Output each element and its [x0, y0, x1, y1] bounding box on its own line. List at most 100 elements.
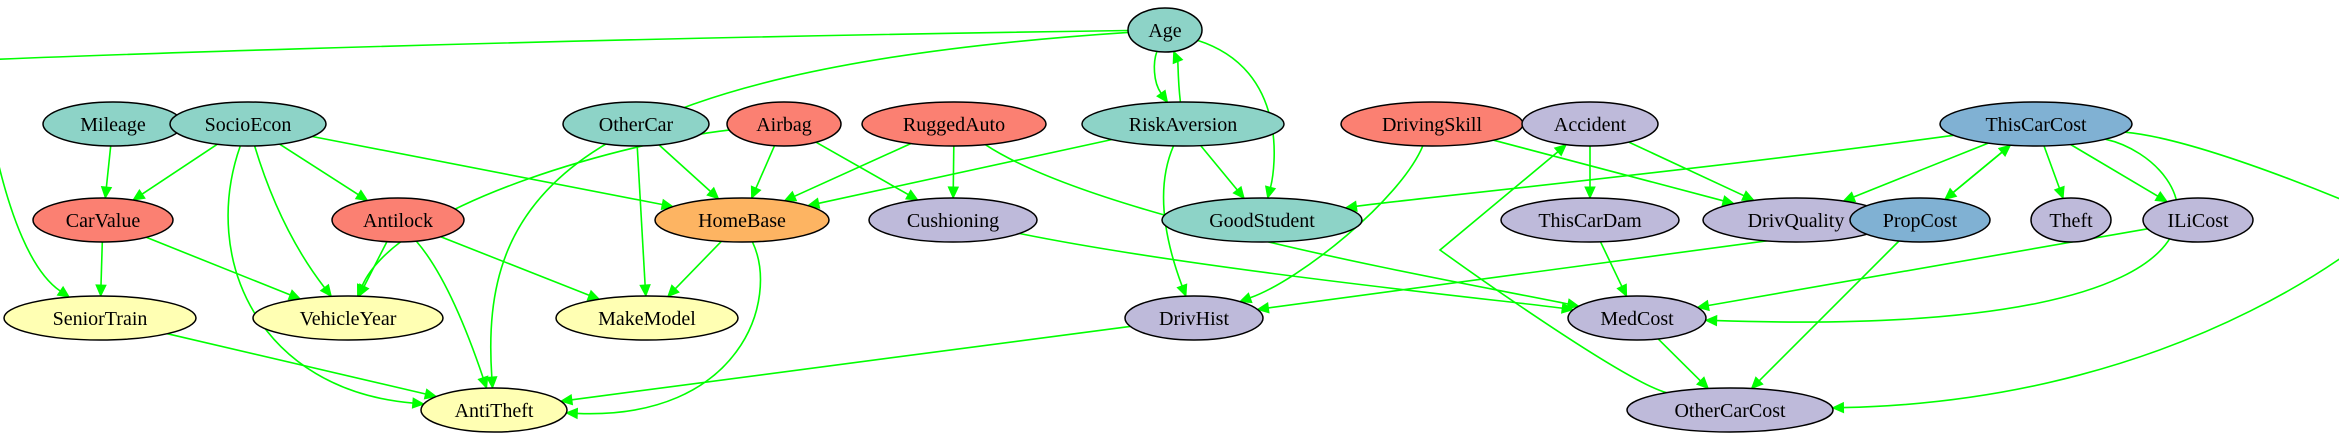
- arrowhead-icon: [1566, 298, 1580, 310]
- svg-text:ILiCost: ILiCost: [2167, 210, 2229, 232]
- node-makemodel: MakeModel: [555, 295, 739, 341]
- edge-line: [1758, 240, 1900, 382]
- svg-text:Cushioning: Cushioning: [907, 210, 999, 232]
- edge-othercar-to-makemodel: [636, 145, 651, 298]
- edge-line: [577, 241, 762, 415]
- edge-homebase-to-makemodel: [666, 240, 722, 298]
- arrowhead-icon: [1584, 186, 1596, 200]
- edge-socioecon-to-antilock: [279, 143, 369, 202]
- arrowhead-icon: [1176, 283, 1188, 298]
- arrowhead-icon: [750, 185, 762, 200]
- edge-airbag-to-homebase: [750, 145, 776, 200]
- edge-line: [141, 143, 218, 195]
- arrowhead-icon: [1238, 292, 1253, 304]
- edge-antilock-to-makemodel: [440, 236, 601, 301]
- edge-seniortrain-to-antitheft: [167, 332, 438, 400]
- edge-line: [279, 143, 359, 196]
- arrowhead-icon: [1561, 302, 1575, 314]
- edge-line: [1493, 139, 1724, 202]
- svg-text:Age: Age: [1148, 20, 1181, 42]
- svg-text:AntiTheft: AntiTheft: [455, 400, 534, 422]
- svg-text:SeniorTrain: SeniorTrain: [53, 308, 148, 330]
- edge-carvalue-to-vehicleyear: [145, 236, 302, 301]
- node-ruggedauto: RuggedAuto: [861, 101, 1047, 147]
- node-accident: Accident: [1521, 101, 1659, 147]
- node-socioecon: SocioEcon: [169, 101, 327, 147]
- arrowhead-icon: [1831, 401, 1845, 414]
- arrowhead-icon: [1695, 376, 1710, 390]
- edge-line: [227, 145, 413, 404]
- svg-text:DrivHist: DrivHist: [1159, 308, 1229, 330]
- edge-line: [1438, 150, 1667, 394]
- arrowhead-icon: [95, 284, 107, 298]
- edge-socioecon-to-antitheft: [227, 145, 426, 409]
- edge-line: [440, 236, 590, 296]
- node-homebase: HomeBase: [654, 197, 830, 243]
- node-seniortrain: SeniorTrain: [3, 295, 197, 341]
- arrowhead-icon: [1616, 283, 1628, 298]
- svg-text:DrivingSkill: DrivingSkill: [1382, 114, 1482, 136]
- edge-line: [636, 145, 646, 286]
- edge-thiscarcost-to-drivquality: [1842, 142, 1989, 203]
- edge-line: [415, 240, 484, 378]
- arrowhead-icon: [100, 186, 113, 200]
- node-riskaversion: RiskAversion: [1081, 101, 1285, 147]
- svg-text:RiskAversion: RiskAversion: [1129, 114, 1238, 136]
- edge-line: [1200, 145, 1238, 191]
- node-airbag: Airbag: [726, 101, 842, 147]
- edge-cushioning-to-medcost: [1019, 232, 1575, 314]
- arrowhead-icon: [1696, 299, 1710, 312]
- node-drivhist: DrivHist: [1124, 295, 1264, 341]
- svg-text:Antilock: Antilock: [363, 210, 433, 232]
- arrowhead-icon: [131, 188, 146, 201]
- edge-ruggedauto-to-homebase: [783, 142, 912, 202]
- edge-line: [1944, 151, 2003, 201]
- edge-line: [815, 141, 909, 196]
- edge-carvalue-to-seniortrain: [95, 241, 107, 298]
- edge-socioecon-to-vehicleyear: [253, 145, 333, 298]
- edge-line: [105, 145, 112, 188]
- edge-antilock-to-vehicleyear: [358, 241, 388, 298]
- edge-line: [1716, 138, 2179, 323]
- svg-text:DrivQuality: DrivQuality: [1748, 210, 1845, 232]
- edge-line: [1853, 142, 1989, 198]
- arrowhead-icon: [947, 186, 960, 200]
- svg-text:ThisCarCost: ThisCarCost: [1985, 114, 2087, 136]
- node-drivquality: DrivQuality: [1702, 197, 1890, 243]
- arrowhead-icon: [666, 284, 680, 298]
- node-vehicleyear: VehicleYear: [252, 295, 444, 341]
- edge-thiscarcost-to-theft: [2043, 145, 2065, 200]
- node-theft: Theft: [2030, 197, 2112, 243]
- svg-text:ThisCarDam: ThisCarDam: [1538, 210, 1642, 232]
- arrowhead-icon: [1741, 190, 1755, 201]
- svg-text:MedCost: MedCost: [1600, 308, 1674, 330]
- svg-text:SocioEcon: SocioEcon: [205, 114, 292, 136]
- arrowhead-icon: [559, 393, 574, 406]
- arrowhead-icon: [287, 289, 302, 301]
- edge-line: [2070, 143, 2159, 197]
- arrowhead-icon: [2154, 190, 2169, 203]
- edge-ruggedauto-to-medcost: [984, 144, 1580, 310]
- edge-airbag-to-cushioning: [815, 141, 919, 201]
- arrowhead-icon: [706, 186, 720, 200]
- edge-line: [952, 145, 955, 188]
- arrowhead-icon: [354, 189, 369, 202]
- arrowhead-icon: [2053, 185, 2065, 200]
- svg-text:Mileage: Mileage: [80, 114, 146, 136]
- edge-line: [1657, 338, 1701, 382]
- node-mileage: Mileage: [42, 101, 184, 147]
- edge-riskaversion-to-goodstudent: [1200, 145, 1245, 200]
- edge-drivingskill-to-drivhist: [1238, 145, 1424, 304]
- svg-text:Accident: Accident: [1554, 114, 1627, 136]
- edge-age-to-seniortrain: [0, 29, 1129, 298]
- edge-line: [1249, 145, 1424, 299]
- edge-line: [658, 144, 711, 192]
- arrowhead-icon: [1997, 144, 2012, 158]
- arrowhead-icon: [477, 375, 489, 390]
- edge-line: [145, 236, 291, 296]
- svg-text:PropCost: PropCost: [1883, 210, 1958, 232]
- edge-othercarcost-to-accident: [1438, 143, 1667, 394]
- edge-othercar-to-homebase: [658, 144, 720, 200]
- svg-text:CarValue: CarValue: [66, 210, 141, 232]
- node-othercarcost: OtherCarCost: [1626, 387, 1834, 433]
